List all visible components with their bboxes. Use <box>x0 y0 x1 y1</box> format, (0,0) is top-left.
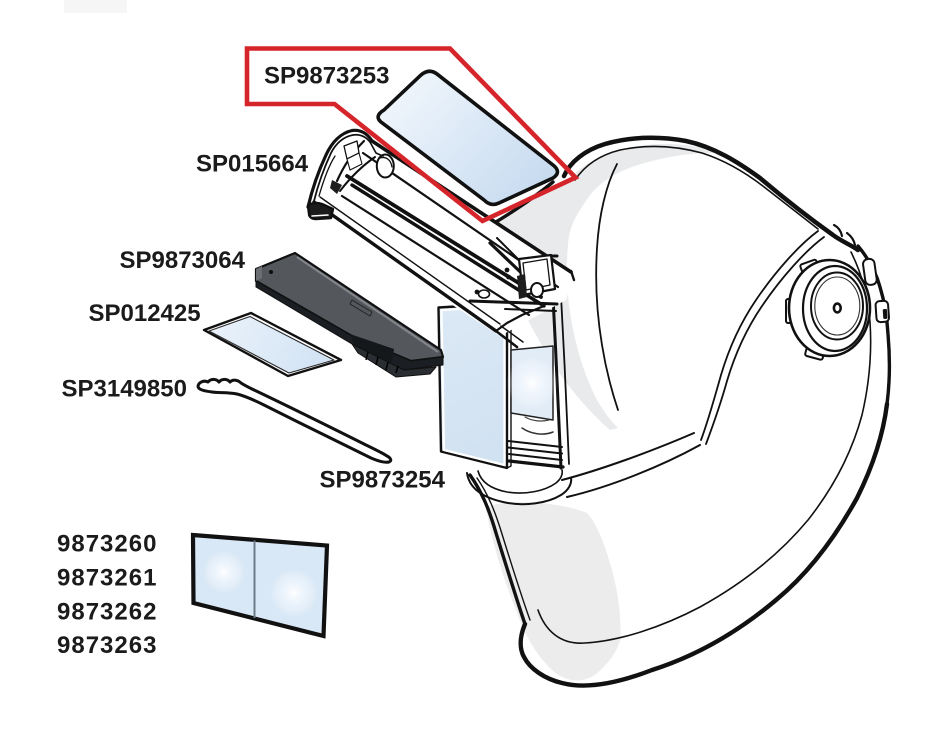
svg-text:SP015664: SP015664 <box>196 151 309 178</box>
svg-text:9873263: 9873263 <box>57 632 157 659</box>
svg-text:9873260: 9873260 <box>57 531 157 558</box>
svg-text:SP012425: SP012425 <box>89 300 201 327</box>
svg-text:9873261: 9873261 <box>57 565 157 592</box>
svg-text:SP9873253: SP9873253 <box>264 63 389 90</box>
svg-text:SP9873254: SP9873254 <box>320 467 446 494</box>
svg-text:SP3149850: SP3149850 <box>62 376 187 403</box>
svg-text:9873262: 9873262 <box>57 599 157 626</box>
svg-text:SP9873064: SP9873064 <box>120 247 246 274</box>
